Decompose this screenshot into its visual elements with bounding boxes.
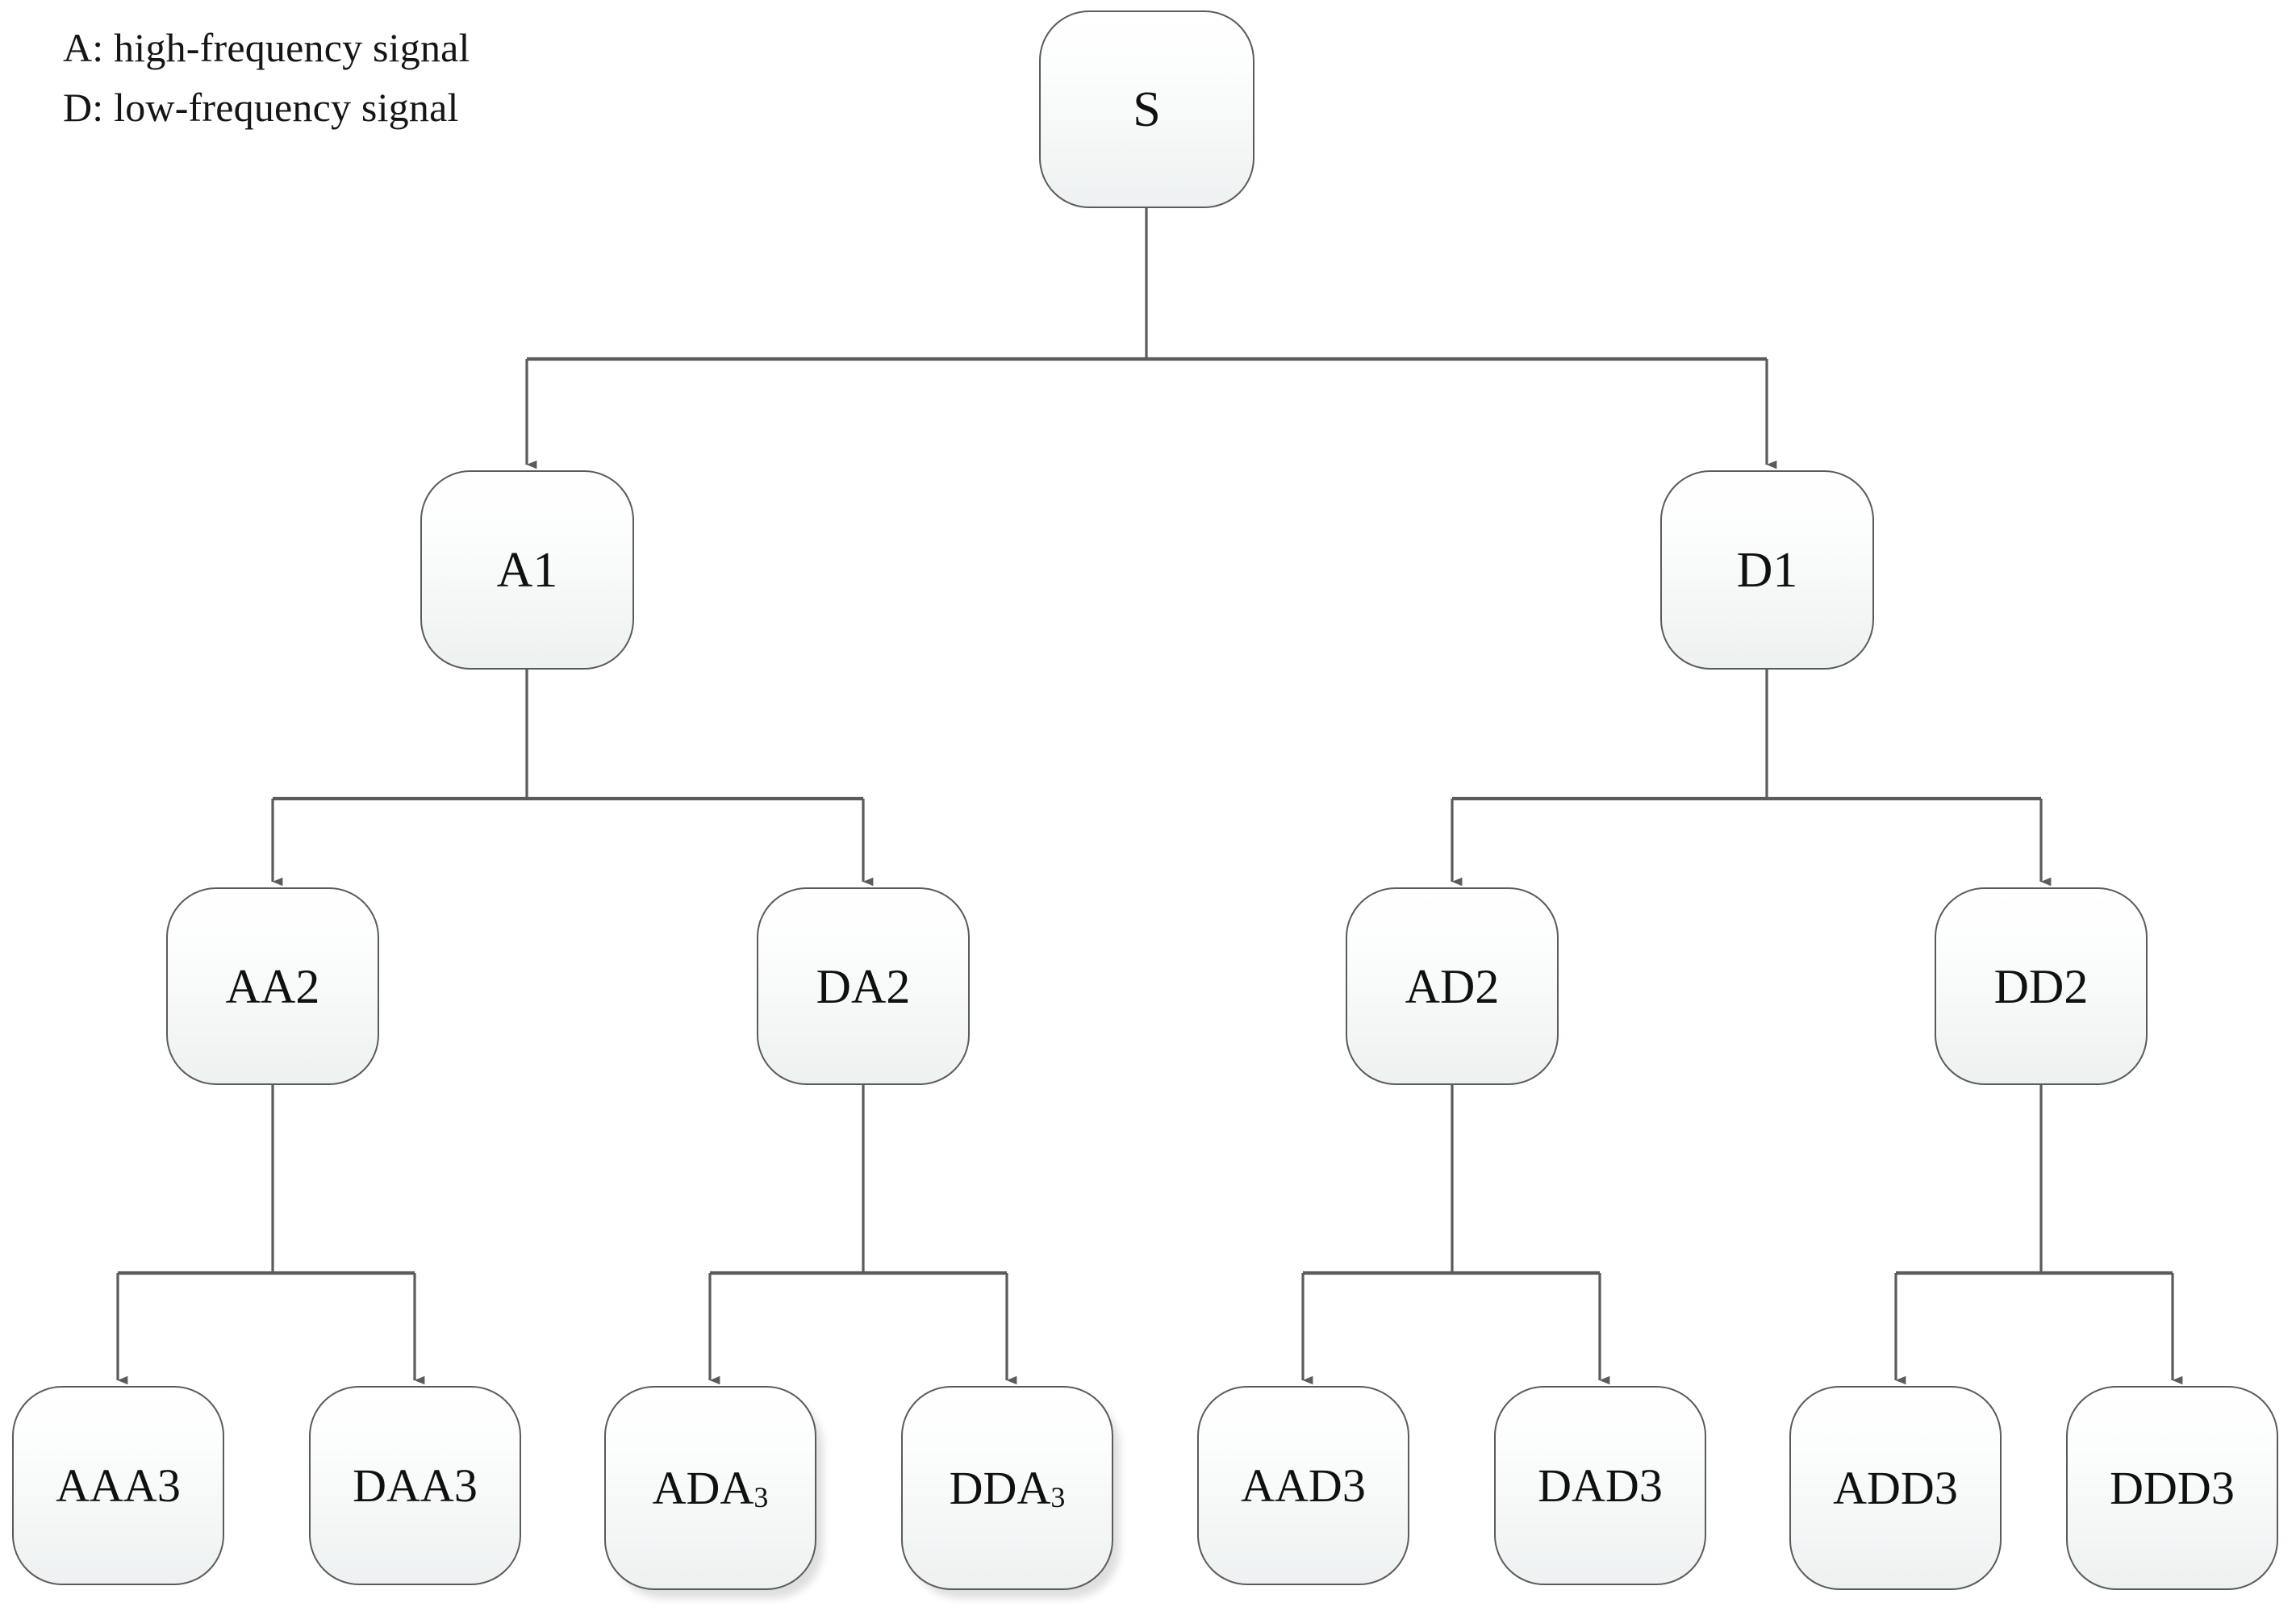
node-D1-label: D1 xyxy=(1736,542,1798,598)
node-DDD3-label: DDD3 xyxy=(2110,1461,2235,1514)
node-ADD3[interactable]: ADD3 xyxy=(1789,1386,2002,1590)
node-DA2[interactable]: DA2 xyxy=(757,887,970,1085)
node-A1-label: A1 xyxy=(496,542,558,598)
legend-line-low-frequency: D: low-frequency signal xyxy=(63,85,459,130)
node-DDA3-label: DDA3 xyxy=(949,1461,1066,1514)
node-DD2[interactable]: DD2 xyxy=(1935,887,2148,1085)
node-DD2-label: DD2 xyxy=(1993,959,2089,1013)
node-AAA3[interactable]: AAA3 xyxy=(12,1386,224,1585)
node-ADA3-label: ADA3 xyxy=(652,1461,769,1514)
node-DAA3[interactable]: DAA3 xyxy=(309,1386,521,1585)
node-AAA3-label: AAA3 xyxy=(56,1459,181,1512)
node-DAA3-label: DAA3 xyxy=(353,1459,478,1512)
node-S-label: S xyxy=(1133,81,1161,137)
node-AAD3[interactable]: AAD3 xyxy=(1197,1386,1409,1585)
node-DAD3-label: DAD3 xyxy=(1538,1459,1663,1512)
node-DDA3[interactable]: DDA3 xyxy=(901,1386,1113,1590)
legend: A: high-frequency signal D: low-frequenc… xyxy=(63,18,470,137)
node-S[interactable]: S xyxy=(1039,10,1254,208)
node-DDD3[interactable]: DDD3 xyxy=(2066,1386,2278,1590)
node-ADA3[interactable]: ADA3 xyxy=(604,1386,816,1590)
node-DAD3[interactable]: DAD3 xyxy=(1494,1386,1706,1585)
node-ADD3-label: ADD3 xyxy=(1833,1461,1958,1514)
node-AD2-label: AD2 xyxy=(1405,959,1500,1013)
node-AA2[interactable]: AA2 xyxy=(166,887,379,1085)
node-AD2[interactable]: AD2 xyxy=(1346,887,1559,1085)
node-DA2-label: DA2 xyxy=(816,959,911,1013)
node-DDA3-subscript: 3 xyxy=(1050,1480,1066,1513)
node-D1[interactable]: D1 xyxy=(1660,470,1874,670)
legend-line-high-frequency: A: high-frequency signal xyxy=(63,25,470,70)
node-A1[interactable]: A1 xyxy=(420,470,634,670)
node-ADA3-subscript: 3 xyxy=(754,1480,769,1513)
node-AAD3-label: AAD3 xyxy=(1241,1459,1366,1512)
node-AA2-label: AA2 xyxy=(225,959,320,1013)
